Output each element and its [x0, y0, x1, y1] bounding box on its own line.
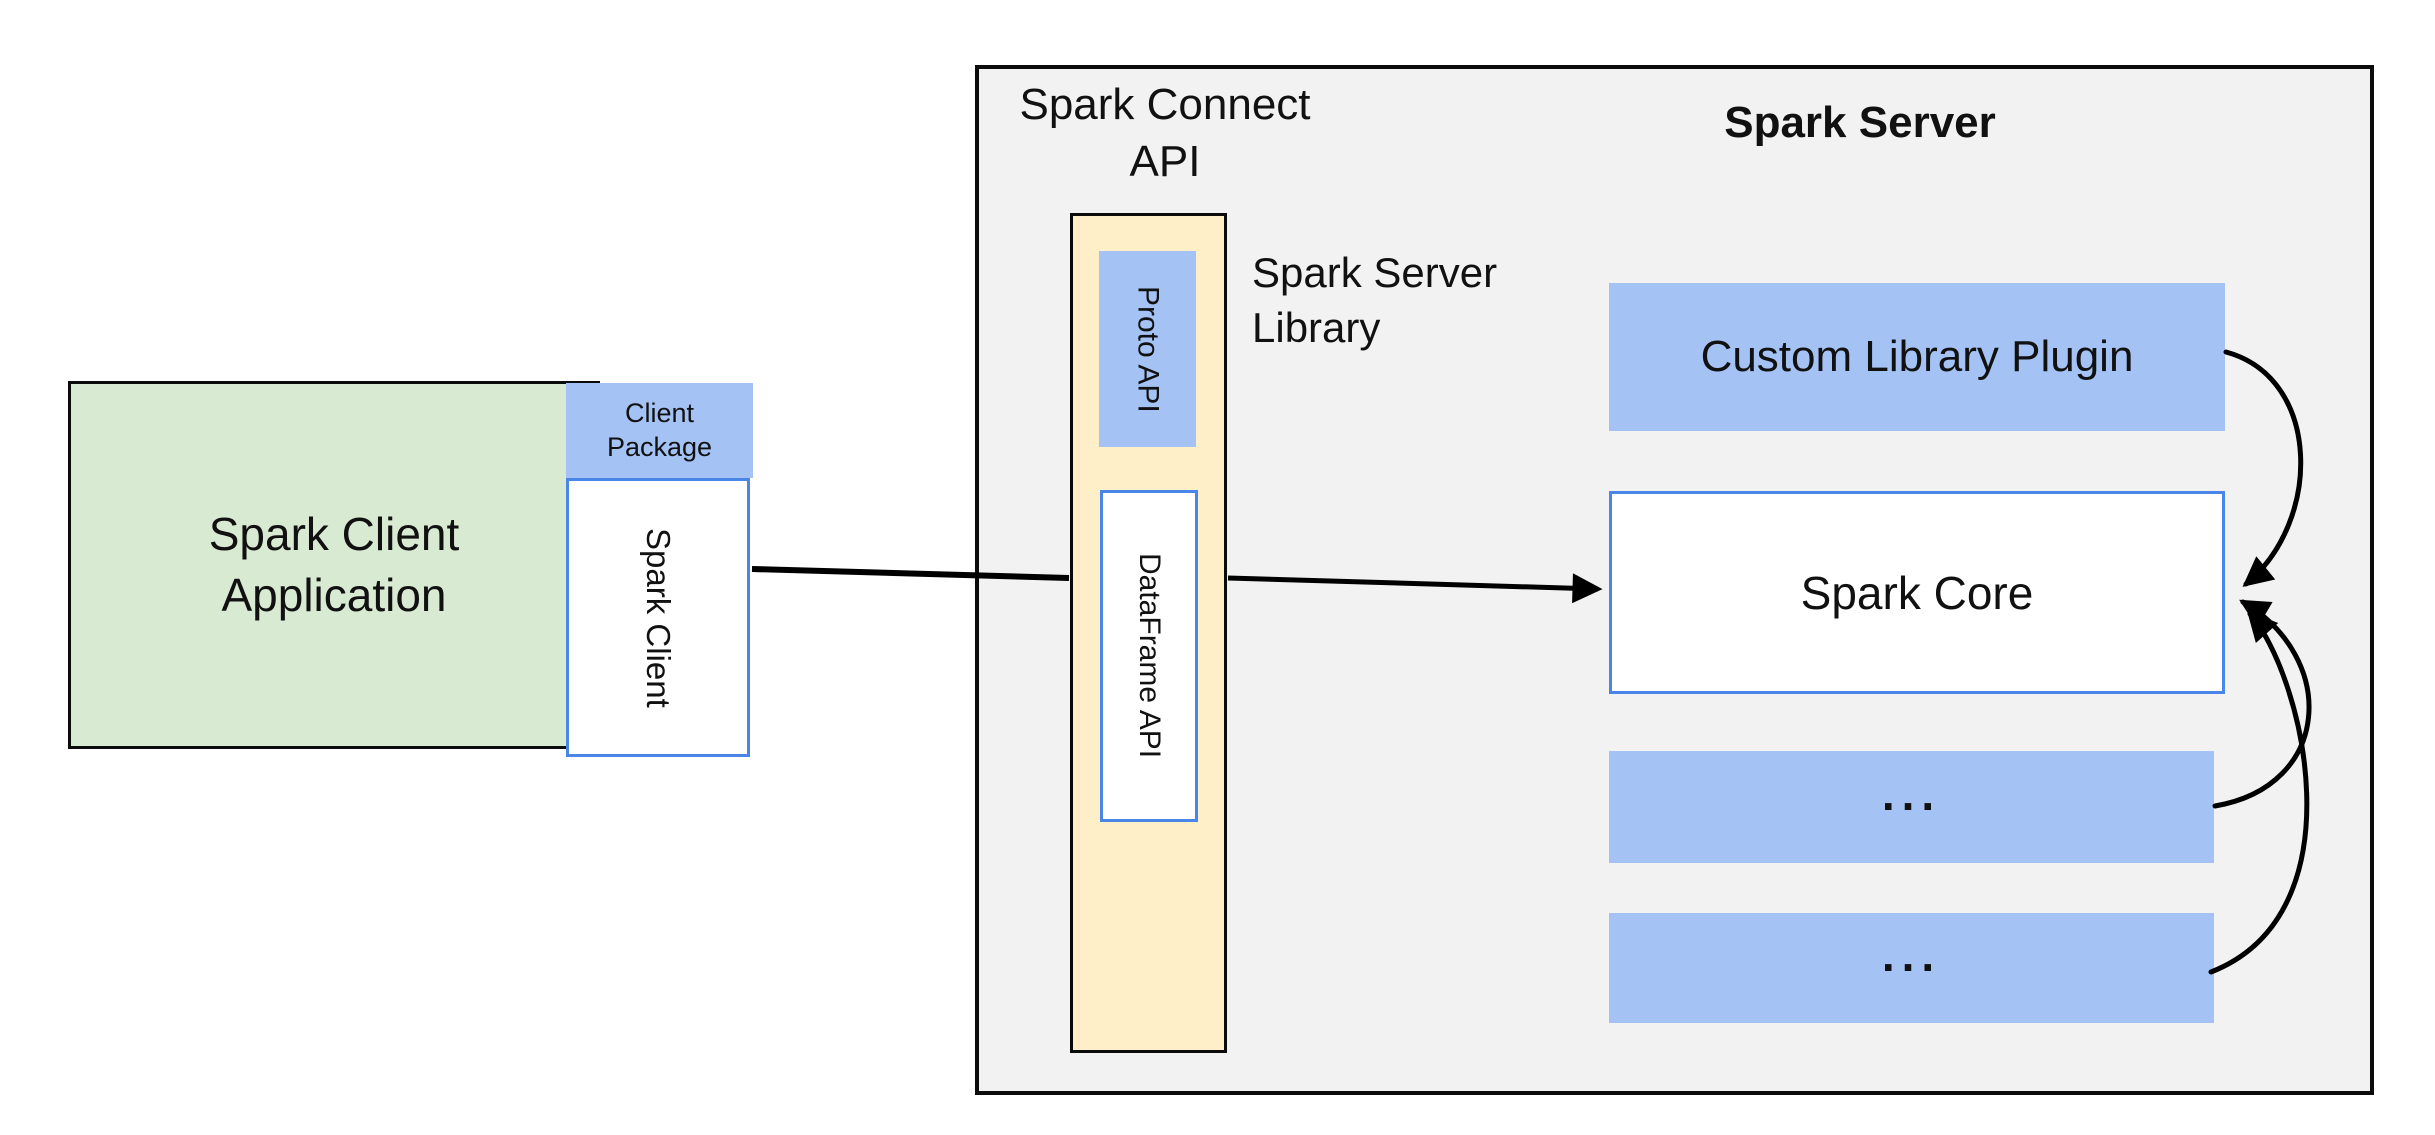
- ellipsis-2-label: ...: [1881, 929, 1942, 981]
- client-package-box: Client Package: [566, 383, 753, 478]
- spark-client-box: Spark Client: [566, 478, 750, 757]
- custom-library-plugin-label: Custom Library Plugin: [1700, 332, 2134, 381]
- custom-library-plugin-box: Custom Library Plugin: [1609, 283, 2225, 431]
- dataframe-api-label: DataFrame API: [1133, 553, 1166, 759]
- spark-server-library-label: Spark Server Library: [1252, 249, 1498, 351]
- spark-core-label: Spark Core: [1800, 566, 2034, 619]
- spark-client-application-label: Spark Client Application: [208, 508, 460, 621]
- spark-connect-api-label: Spark Connect API: [1019, 80, 1311, 187]
- spark-core-box: Spark Core: [1609, 491, 2225, 694]
- proto-api-label: Proto API: [1131, 285, 1165, 413]
- ellipsis-box-1: ...: [1609, 751, 2214, 863]
- spark-client-application-box: Spark Client Application: [68, 381, 600, 749]
- ellipsis-1-label: ...: [1881, 768, 1942, 820]
- dataframe-api-box: DataFrame API: [1100, 490, 1198, 822]
- proto-api-box: Proto API: [1099, 251, 1196, 447]
- client-package-label: Client Package: [606, 397, 713, 462]
- spark-client-label: Spark Client: [640, 527, 677, 708]
- ellipsis-box-2: ...: [1609, 913, 2214, 1023]
- spark-server-title: Spark Server: [1724, 98, 1996, 147]
